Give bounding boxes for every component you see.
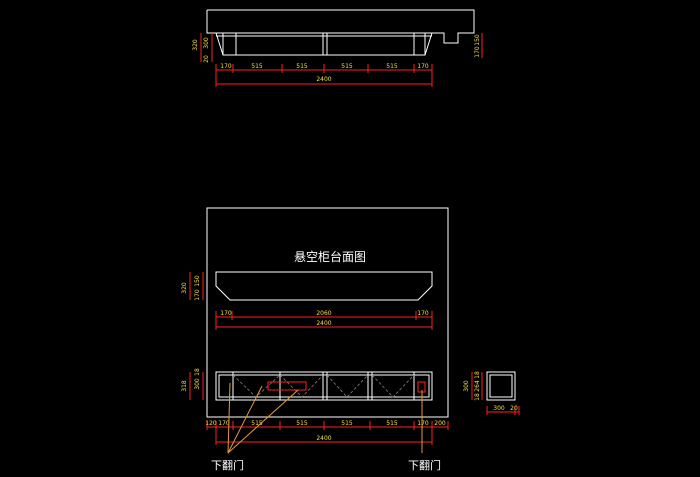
callout-leader <box>227 382 231 454</box>
front-view-left-dim-1: 318 <box>181 380 188 392</box>
top-view-dim-6: 170 <box>417 63 429 70</box>
side-view-left-dim-3: 264 <box>474 380 481 392</box>
front-view-left-dim-3: 18 <box>194 368 201 376</box>
door-swing-line <box>279 374 324 398</box>
front-view-handle-slot <box>267 381 307 391</box>
front-view-left-dim-2: 300 <box>194 378 201 390</box>
front-view-outer <box>215 371 433 401</box>
door-swing-line <box>371 374 415 398</box>
countertop-dim-3: 170 <box>417 310 429 317</box>
callout-label-right: 下翻门 <box>408 458 441 472</box>
top-view-dimensions <box>200 33 483 87</box>
front-view-dim-2: 170 <box>218 420 230 427</box>
callout-lines <box>227 382 423 454</box>
countertop-outline <box>215 271 433 301</box>
countertop-left-dim-3: 170 <box>194 289 201 301</box>
top-view-dim-4: 515 <box>341 63 353 70</box>
countertop-dim-1: 170 <box>220 310 232 317</box>
top-view-dim-3: 515 <box>296 63 308 70</box>
top-view-dim-2: 515 <box>251 63 263 70</box>
front-view-dimensions <box>189 372 449 445</box>
top-view-cabinet-body <box>222 32 426 56</box>
callout-label-left: 下翻门 <box>211 458 244 472</box>
front-view <box>215 371 433 401</box>
side-view-inner <box>489 374 513 398</box>
side-view-left-dim-1: 300 <box>463 380 470 392</box>
front-view-dim-8: 200 <box>434 420 446 427</box>
drawing-title: 悬空柜台面图 <box>294 249 366 264</box>
side-view-dimensions <box>471 372 520 415</box>
lower-frame <box>206 207 449 418</box>
front-view-inner <box>218 374 430 398</box>
front-view-dim-6: 515 <box>386 420 398 427</box>
side-view-left-dim-4: 18 <box>474 371 481 379</box>
front-view-dim-4: 515 <box>296 420 308 427</box>
top-view-right-dim-1: 150 <box>474 34 481 46</box>
countertop-dim-2: 2060 <box>316 310 331 317</box>
door-swing-line <box>326 374 369 398</box>
side-view-dim-2: 20 <box>510 405 518 412</box>
top-view-left-dim-2: 300 <box>203 37 210 49</box>
front-view-dim-5: 515 <box>341 420 353 427</box>
top-view-right-dim-2: 170 <box>474 46 481 58</box>
side-view <box>486 371 516 401</box>
side-view-outer <box>486 371 516 401</box>
side-view-left-dim-2: 18 <box>474 393 481 401</box>
callout-leader <box>227 389 299 454</box>
top-view-dim-5: 515 <box>386 63 398 70</box>
top-view-overall-dim: 2400 <box>316 76 331 83</box>
countertop-overall-dim: 2400 <box>316 320 331 327</box>
top-view-left-dim-3: 20 <box>203 55 210 63</box>
callout-leader <box>227 385 263 454</box>
front-view-dim-3: 515 <box>251 420 263 427</box>
front-view-dim-7: 170 <box>417 420 429 427</box>
top-view-dim-1: 170 <box>220 63 232 70</box>
door-swing-line <box>232 374 281 398</box>
top-view <box>206 9 475 56</box>
front-view-dim-1: 120 <box>205 420 217 427</box>
top-view-left-dim-1: 320 <box>192 39 199 51</box>
countertop-left-dim-1: 320 <box>181 282 188 294</box>
countertop-left-dim-2: 150 <box>194 275 201 287</box>
side-view-dim-1: 300 <box>493 405 505 412</box>
countertop-dimensions <box>189 272 433 330</box>
front-view-overall-dim: 2400 <box>316 435 331 442</box>
